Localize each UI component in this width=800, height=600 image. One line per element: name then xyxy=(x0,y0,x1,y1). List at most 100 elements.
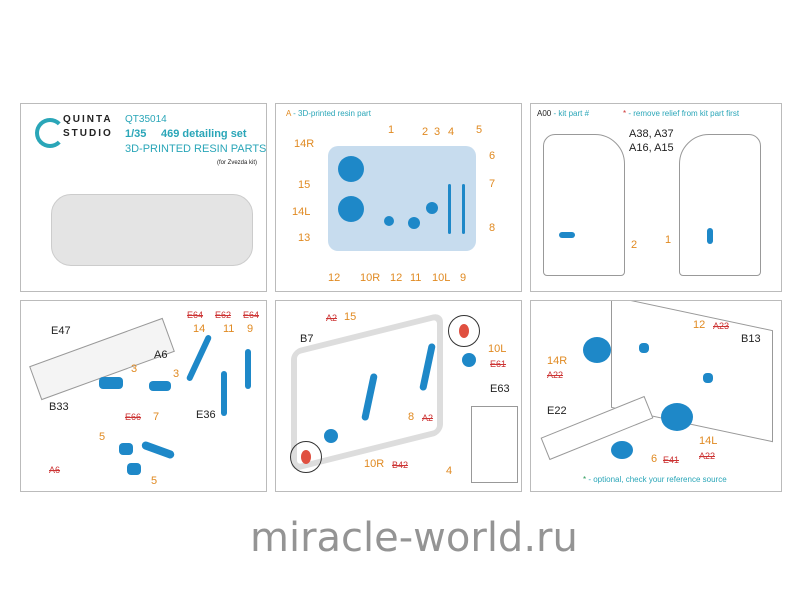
set-name: 469 detailing set xyxy=(161,128,247,140)
label-15: 15 xyxy=(298,179,311,191)
label-12a: 12 xyxy=(328,272,341,284)
kit-parts-1: A38, A37 xyxy=(629,128,674,140)
part-12b xyxy=(703,373,713,383)
label-b13: B13 xyxy=(741,333,761,345)
label-8: 8 xyxy=(408,411,415,423)
crossed-a22b: A22 xyxy=(699,451,716,461)
crossed-a22a: A22 xyxy=(547,370,564,380)
label-9: 9 xyxy=(247,323,254,335)
label-14r: 14R xyxy=(547,355,568,367)
part-14 xyxy=(185,334,213,382)
label-10l: 10L xyxy=(432,272,451,284)
label-e47: E47 xyxy=(51,325,71,337)
part-7 xyxy=(140,440,176,460)
crossed-a6: A6 xyxy=(49,465,61,475)
label-1: 1 xyxy=(388,124,395,136)
label-5a: 5 xyxy=(99,431,106,443)
label-e63: E63 xyxy=(490,383,510,395)
label-1: 1 xyxy=(665,234,672,246)
detail-circle-top xyxy=(448,315,480,347)
part-10l xyxy=(462,353,476,367)
label-3: 3 xyxy=(434,126,441,138)
label-10r: 10R xyxy=(364,458,385,470)
part-6 xyxy=(611,441,633,459)
brand-line2: STUDIO xyxy=(63,128,113,139)
detail-circle-bottom xyxy=(290,441,322,473)
label-10l: 10L xyxy=(488,343,507,355)
label-2: 2 xyxy=(631,239,638,251)
optional-legend: * - optional, check your reference sourc… xyxy=(583,475,727,484)
right-door xyxy=(679,134,761,276)
part-5b xyxy=(127,463,141,475)
label-e22: E22 xyxy=(547,405,567,417)
crossed-a23: A23 xyxy=(713,321,730,331)
label-e36: E36 xyxy=(196,409,216,421)
label-2: 2 xyxy=(422,126,429,138)
panel-doors: A00 - kit part # * - remove relief from … xyxy=(530,103,782,292)
label-14l: 14L xyxy=(292,206,311,218)
label-6: 6 xyxy=(489,150,496,162)
part-11 xyxy=(221,371,227,416)
part-9 xyxy=(426,202,438,214)
part-8b xyxy=(462,184,465,234)
part-10r xyxy=(324,429,338,443)
label-15: 15 xyxy=(344,311,357,323)
part-1 xyxy=(707,228,713,244)
label-5: 5 xyxy=(476,124,483,136)
kit-legend: A00 - kit part # xyxy=(537,109,590,118)
part-8 xyxy=(448,184,451,234)
part-14r xyxy=(338,156,364,182)
part-5a xyxy=(119,443,133,455)
crossed-e64a: E64 xyxy=(187,310,204,320)
remove-legend: * - remove relief from kit part first xyxy=(623,109,740,118)
label-4: 4 xyxy=(446,465,453,477)
label-11: 11 xyxy=(410,272,422,284)
part-11 xyxy=(408,217,420,229)
label-9: 9 xyxy=(460,272,467,284)
label-14l: 14L xyxy=(699,435,718,447)
part-13 xyxy=(384,216,394,226)
label-13: 13 xyxy=(298,232,311,244)
label-4: 4 xyxy=(448,126,455,138)
part-3a xyxy=(99,377,123,389)
label-10r: 10R xyxy=(360,272,381,284)
label-b33: B33 xyxy=(49,401,69,413)
label-6: 6 xyxy=(651,453,658,465)
panel-resin-parts: A - 3D-printed resin part 1 2 3 4 5 6 7 … xyxy=(275,103,522,292)
kit-parts-2: A16, A15 xyxy=(629,142,674,154)
for-kit: (for Zvezda kit) xyxy=(217,160,258,166)
label-14: 14 xyxy=(193,323,206,335)
product-code: QT35014 xyxy=(125,114,167,125)
part-14l xyxy=(338,196,364,222)
door-panel-e63 xyxy=(471,406,518,483)
crossed-e64b: E64 xyxy=(243,310,260,320)
label-a6: A6 xyxy=(154,349,168,361)
label-7: 7 xyxy=(153,411,160,423)
part-14r xyxy=(583,337,611,363)
label-14r: 14R xyxy=(294,138,315,150)
panel-windshield: B7 E63 15 8 10L 10R 4 A2 A2 E61 B42 xyxy=(275,300,522,492)
part-14l xyxy=(661,403,693,431)
crossed-e62: E62 xyxy=(215,310,232,320)
parts-render xyxy=(51,194,253,266)
label-5b: 5 xyxy=(151,475,158,487)
part-9 xyxy=(245,349,251,389)
label-12b: 12 xyxy=(390,272,403,284)
label-3b: 3 xyxy=(173,368,180,380)
panel-grille: B13 E22 12 14R 14L 6 A23 A22 A22 E41 * -… xyxy=(530,300,782,492)
part-3b xyxy=(149,381,171,391)
label-8: 8 xyxy=(489,222,496,234)
crossed-a2a: A2 xyxy=(326,313,338,323)
crossed-a2b: A2 xyxy=(422,413,434,423)
panel-dashboard: E47 A6 B33 E36 3 3 14 11 9 7 5 5 E64 E62… xyxy=(20,300,267,492)
left-door xyxy=(543,134,625,276)
watermark: miracle-world.ru xyxy=(250,515,578,561)
label-11: 11 xyxy=(223,323,235,335)
part-12a xyxy=(639,343,649,353)
quinta-logo-icon xyxy=(35,118,65,148)
label-3a: 3 xyxy=(131,363,138,375)
label-7: 7 xyxy=(489,178,496,190)
crossed-e41: E41 xyxy=(663,455,680,465)
brand-line1: QUINTA xyxy=(63,114,113,125)
part-2 xyxy=(559,232,575,238)
